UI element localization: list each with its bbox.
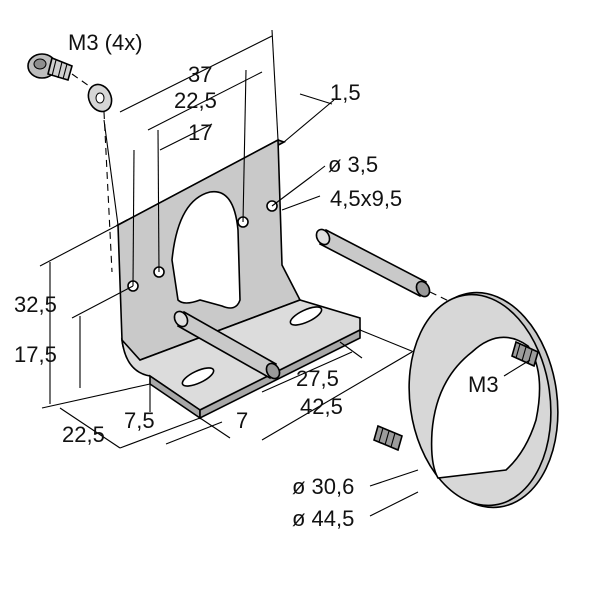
label-width-17: 17	[188, 120, 212, 145]
screw-drop-line	[103, 111, 113, 273]
dimension-lines	[39, 29, 531, 517]
plate-cutout	[171, 190, 241, 309]
label-depth-7-5: 7,5	[124, 408, 155, 433]
base-slot	[181, 367, 215, 387]
label-depth-7: 7	[236, 408, 248, 433]
dimension-labels: M3 (4x) 37 22,5 17 1,5 ø 3,5 4,5x9,5 32,…	[14, 30, 499, 531]
washer-icon	[87, 83, 113, 113]
label-depth-22-5: 22,5	[62, 422, 105, 447]
label-hole-diameter: ø 3,5	[328, 152, 378, 177]
label-height-17-5: 17,5	[14, 342, 57, 367]
ring-inner-opening	[430, 336, 541, 479]
standoff-front	[173, 310, 281, 380]
label-screw: M3 (4x)	[68, 30, 143, 55]
label-outer-diameter: ø 44,5	[292, 506, 354, 531]
label-width-22-5-top: 22,5	[174, 88, 217, 113]
mounting-ring	[373, 291, 559, 509]
label-thickness: 1,5	[330, 80, 361, 105]
label-spacing-27-5: 27,5	[296, 366, 339, 391]
label-height-32-5: 32,5	[14, 292, 57, 317]
base-slot	[289, 306, 323, 326]
thread-stud-lower	[373, 424, 403, 452]
label-width-37: 37	[188, 62, 212, 87]
screw-axis-line	[71, 73, 93, 89]
label-spacing-42-5: 42,5	[300, 394, 343, 419]
label-thread-m3: M3	[468, 372, 499, 397]
thread-stud-upper	[511, 340, 539, 368]
label-slot-size: 4,5x9,5	[330, 186, 402, 211]
standoff-rear	[315, 228, 431, 298]
screw-icon	[27, 53, 73, 81]
label-inner-diameter: ø 30,6	[292, 474, 354, 499]
